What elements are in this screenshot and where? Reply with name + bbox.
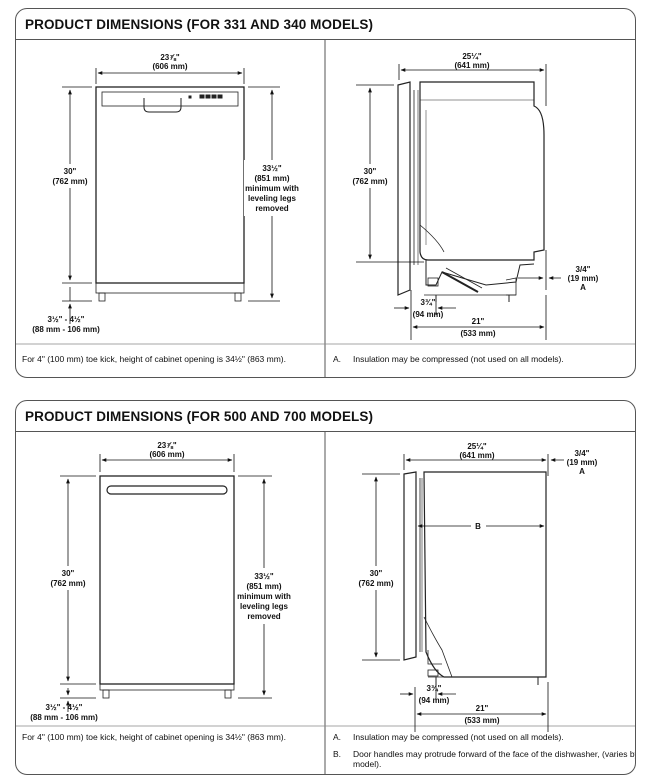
footnote: For 4" (100 mm) toe kick, height of cabi… — [22, 354, 286, 364]
front-width-in: 23⅞" — [157, 441, 177, 450]
front-min-in: 33½" — [254, 572, 274, 581]
front-legs-in: 3½" - 4½" — [46, 703, 83, 712]
note-text: Insulation may be compressed (not used o… — [353, 354, 564, 364]
front-height-in: 30" — [64, 167, 77, 176]
dimensions-panel-331-340: PRODUCT DIMENSIONS (FOR 331 AND 340 MODE… — [15, 8, 636, 378]
note-b: B. Door handles may protrude forward of … — [333, 749, 635, 771]
front-min-mm: (851 mm) — [246, 582, 281, 591]
side-a-in: 3/4" — [575, 449, 590, 458]
dimension-diagram: 23⅞" (606 mm) 30" (762 mm) 33½" (851 mm)… — [16, 432, 635, 774]
note-text: Insulation may be compressed (not used o… — [353, 732, 564, 742]
side-height-in: 30" — [370, 569, 383, 578]
side-height-mm: (762 mm) — [358, 579, 393, 588]
front-legs-in: 3½" - 4½" — [48, 315, 85, 324]
front-width-mm: (606 mm) — [149, 450, 184, 459]
front-min-line3: removed — [255, 204, 288, 213]
front-legs-mm: (88 mm - 106 mm) — [30, 713, 98, 722]
front-height-mm: (762 mm) — [52, 177, 87, 186]
front-min-line1: minimum with — [245, 184, 299, 193]
panel-title: PRODUCT DIMENSIONS (FOR 331 AND 340 MODE… — [16, 9, 635, 40]
front-view-dishwasher — [99, 475, 235, 699]
note-text: Door handles may protrude forward of the… — [353, 749, 636, 769]
side-b-label: B — [475, 522, 481, 531]
side-depth-in: 25¼" — [462, 52, 482, 61]
panel-body: 23⅞" (606 mm) 30" (762 mm) 33½" (851 mm)… — [16, 40, 635, 377]
footnote: For 4" (100 mm) toe kick, height of cabi… — [22, 732, 286, 742]
side-toe-in: 3¾" — [427, 684, 442, 693]
front-height-in: 30" — [62, 569, 75, 578]
side-a-in: 3/4" — [576, 265, 591, 274]
side-a-label: A — [580, 283, 586, 292]
front-min-line1: minimum with — [237, 592, 291, 601]
panel-title: PRODUCT DIMENSIONS (FOR 500 AND 700 MODE… — [16, 401, 635, 432]
side-height-in: 30" — [364, 167, 377, 176]
front-min-line2: leveling legs — [248, 194, 297, 203]
side-height-mm: (762 mm) — [352, 177, 387, 186]
side-view-dishwasher — [403, 471, 547, 685]
side-base-mm: (533 mm) — [464, 716, 499, 725]
note-label: A. — [333, 354, 342, 364]
side-toe-in: 3¾" — [421, 298, 436, 307]
note-label: B. — [333, 749, 342, 759]
front-min-mm: (851 mm) — [254, 174, 289, 183]
side-base-in: 21" — [476, 704, 489, 713]
side-dimension-lines — [362, 454, 564, 732]
side-toe-mm: (94 mm) — [413, 310, 444, 319]
front-height-mm: (762 mm) — [50, 579, 85, 588]
note-a: A. Insulation may be compressed (not use… — [333, 354, 629, 366]
side-dimension-lines — [356, 64, 561, 340]
side-toe-mm: (94 mm) — [419, 696, 450, 705]
dimension-diagram: 23⅞" (606 mm) 30" (762 mm) 33½" (851 mm)… — [16, 40, 635, 377]
panel-body: 23⅞" (606 mm) 30" (762 mm) 33½" (851 mm)… — [16, 432, 635, 774]
front-min-line2: leveling legs — [240, 602, 289, 611]
front-width-in: 23⅞" — [160, 53, 180, 62]
front-width-mm: (606 mm) — [152, 62, 187, 71]
note-a: A. Insulation may be compressed (not use… — [333, 732, 629, 744]
front-view-dishwasher — [95, 86, 245, 302]
front-min-line3: removed — [247, 612, 280, 621]
side-depth-mm: (641 mm) — [454, 61, 489, 70]
front-min-in: 33½" — [262, 164, 282, 173]
side-base-in: 21" — [472, 317, 485, 326]
note-label: A. — [333, 732, 342, 742]
side-a-mm: (19 mm) — [567, 458, 598, 467]
dimensions-panel-500-700: PRODUCT DIMENSIONS (FOR 500 AND 700 MODE… — [15, 400, 636, 775]
side-view-dishwasher — [397, 81, 545, 302]
side-depth-in: 25¼" — [467, 442, 487, 451]
side-a-mm: (19 mm) — [568, 274, 599, 283]
front-legs-mm: (88 mm - 106 mm) — [32, 325, 100, 334]
side-base-mm: (533 mm) — [460, 329, 495, 338]
side-depth-mm: (641 mm) — [459, 451, 494, 460]
side-a-label: A — [579, 467, 585, 476]
